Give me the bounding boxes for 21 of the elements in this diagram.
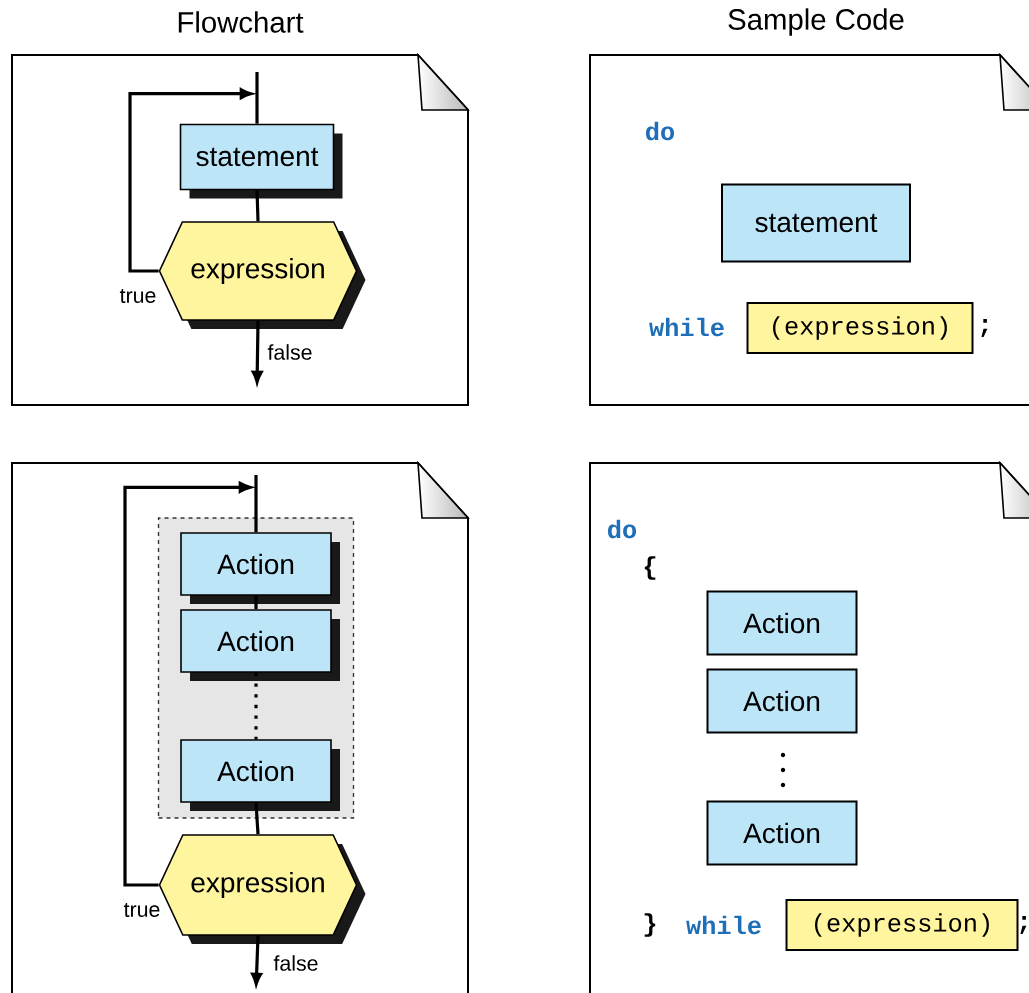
- code-keyword: do: [608, 519, 637, 539]
- code-keyword: do: [646, 121, 675, 141]
- condition-box: (expression): [785, 899, 1019, 951]
- connector-line: [254, 802, 260, 835]
- code-punctuation: }: [644, 913, 656, 937]
- code-punctuation: {: [644, 556, 656, 580]
- connector-line: [255, 190, 260, 222]
- connector-line: [254, 595, 258, 610]
- condition-box: (expression): [746, 302, 974, 354]
- connector-line: [254, 475, 258, 533]
- code-block-box: Action: [706, 668, 858, 734]
- code-block-box: statement: [721, 183, 911, 263]
- code-keyword: while: [649, 317, 724, 337]
- decision-hexagon: expression: [158, 221, 366, 329]
- connector-line: [255, 72, 259, 124]
- panel-title: Flowchart: [178, 11, 304, 33]
- code-keyword: while: [686, 915, 761, 935]
- code-block-box: Action: [706, 800, 858, 866]
- connector-line: [254, 672, 258, 740]
- code-block-box: Action: [706, 590, 858, 656]
- panel-title: Sample Code: [728, 8, 904, 36]
